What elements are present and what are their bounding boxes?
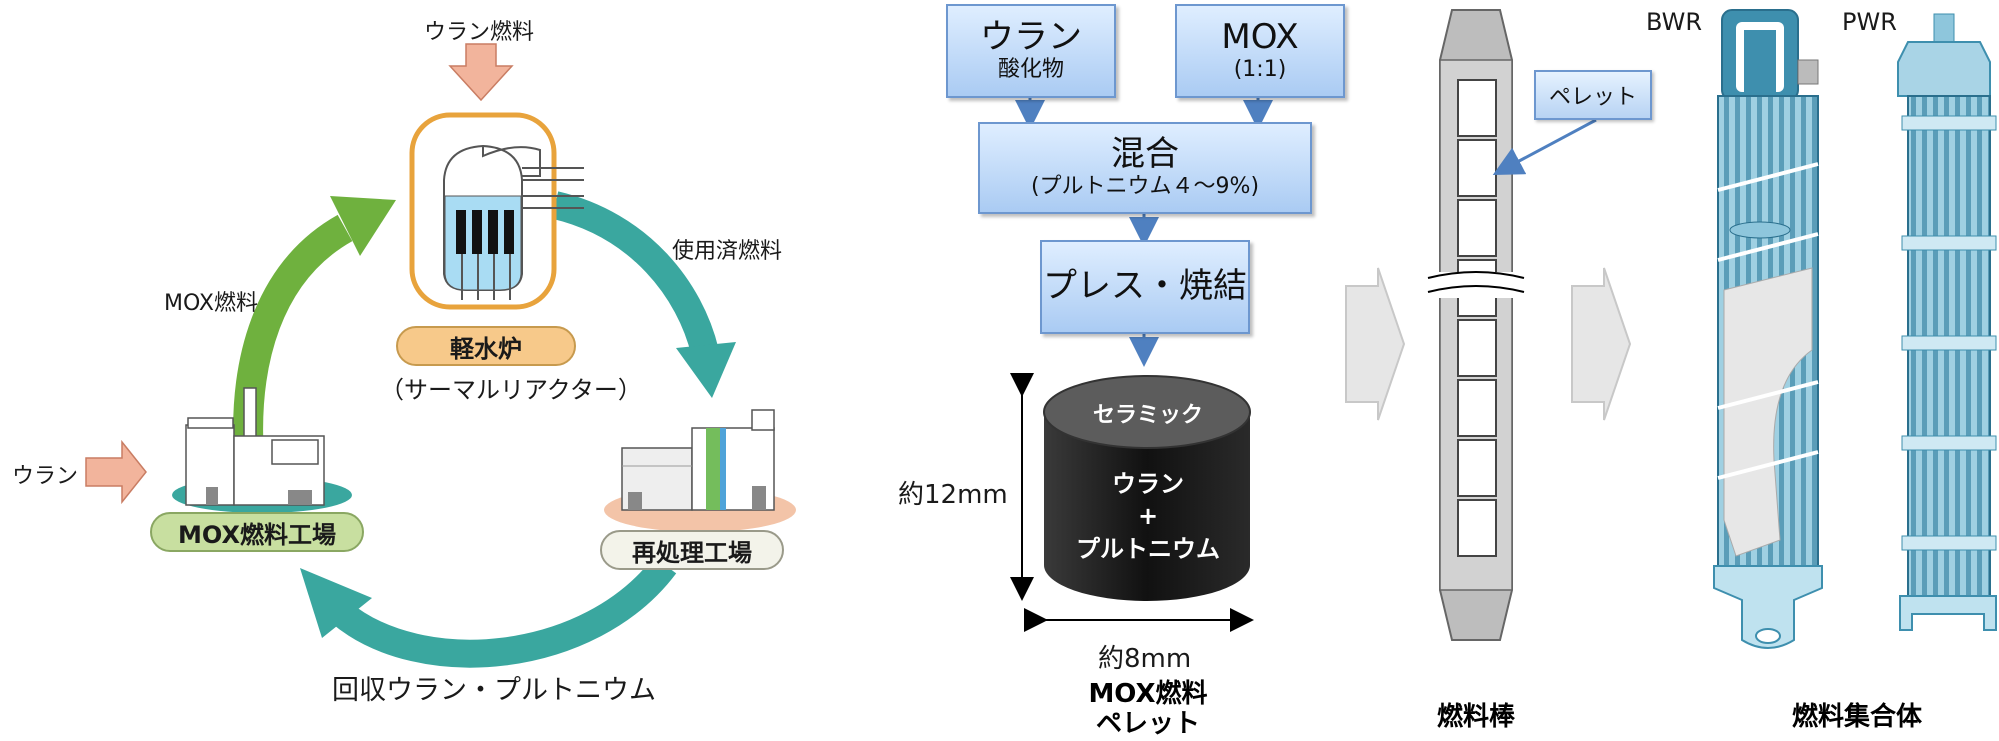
pellet-caption-line2: ペレット: [1095, 708, 1200, 739]
pellet-caption-line1: MOX燃料: [1088, 679, 1208, 709]
reactor-name-badge: 軽水炉: [396, 326, 576, 366]
fuel-rod-caption: 燃料棒: [1436, 702, 1515, 732]
uranium-input-label: ウラン: [12, 464, 79, 489]
press-sinter-label: プレス・焼結: [1043, 266, 1247, 307]
pellet-content: ウラン + プルトニウム: [1060, 468, 1236, 565]
mixing-box: 混合 (プルトニウム４～9%): [978, 122, 1312, 214]
press-sinter-box: プレス・焼結: [1040, 240, 1250, 334]
pellet-content-line2: +: [1137, 502, 1159, 531]
uranium-fuel-arrow: [448, 43, 514, 102]
pwr-assembly-icon: [1897, 13, 1997, 631]
big-arrow-1: [1345, 267, 1406, 421]
pellet-callout-pointer: [1492, 118, 1597, 176]
reprocessing-plant-label: 再処理工場: [632, 538, 752, 567]
uranium-fuel-label: ウラン燃料: [424, 20, 535, 45]
pellet-content-line3: プルトニウム: [1076, 534, 1220, 563]
fuel-assembly-caption: 燃料集合体: [1791, 702, 1922, 732]
mixing-sub: (プルトニウム４～9%): [1030, 174, 1260, 200]
uranium-oxide-main: ウラン: [980, 17, 1082, 58]
mox-plant-badge: MOX燃料工場: [150, 512, 364, 552]
pellet-cylinder: [1043, 375, 1251, 601]
mox-fuel-arrow: [233, 196, 396, 472]
reactor-name: 軽水炉: [450, 334, 522, 363]
uranium-oxide-sub: 酸化物: [997, 57, 1064, 83]
reactor-subtitle: （サーマルリアクター）: [380, 376, 642, 404]
spent-fuel-arrow: [551, 191, 736, 398]
recovered-arrow: [300, 556, 677, 668]
mixing-main: 混合: [1111, 134, 1179, 175]
pwr-label: PWR: [1842, 8, 1897, 36]
reprocessing-plant-badge: 再処理工場: [600, 530, 784, 570]
mox-plant-icon: [172, 387, 352, 513]
mox-sub: (1:1): [1233, 57, 1287, 83]
mox-main: MOX: [1221, 17, 1299, 58]
pellet-content-line1: ウラン: [1112, 470, 1184, 498]
uranium-input-arrow: [85, 439, 147, 505]
mox-box: MOX (1:1): [1175, 4, 1345, 98]
reprocessing-plant-icon: [604, 409, 796, 532]
spent-fuel-label: 使用済燃料: [672, 239, 783, 264]
pellet-callout-label: ペレット: [1548, 85, 1637, 110]
pellet-width-label: 約8mm: [1098, 644, 1192, 674]
mox-plant-label: MOX燃料工場: [178, 520, 336, 549]
big-arrow-2: [1571, 267, 1632, 421]
pellet-top-label: セラミック: [1092, 403, 1203, 428]
fuel-rod-icon: [1406, 9, 1546, 641]
mox-fuel-label: MOX燃料: [164, 291, 258, 316]
pellet-height-label: 約12mm: [898, 480, 1008, 510]
bwr-assembly-icon: [1713, 9, 1823, 649]
uranium-oxide-box: ウラン 酸化物: [946, 4, 1116, 98]
bwr-label: BWR: [1646, 8, 1703, 36]
pellet-callout-box: ペレット: [1534, 70, 1652, 120]
reactor-icon: [409, 112, 584, 310]
recovered-label: 回収ウラン・プルトニウム: [332, 675, 656, 706]
pellet-caption: MOX燃料 ペレット: [1060, 679, 1236, 740]
